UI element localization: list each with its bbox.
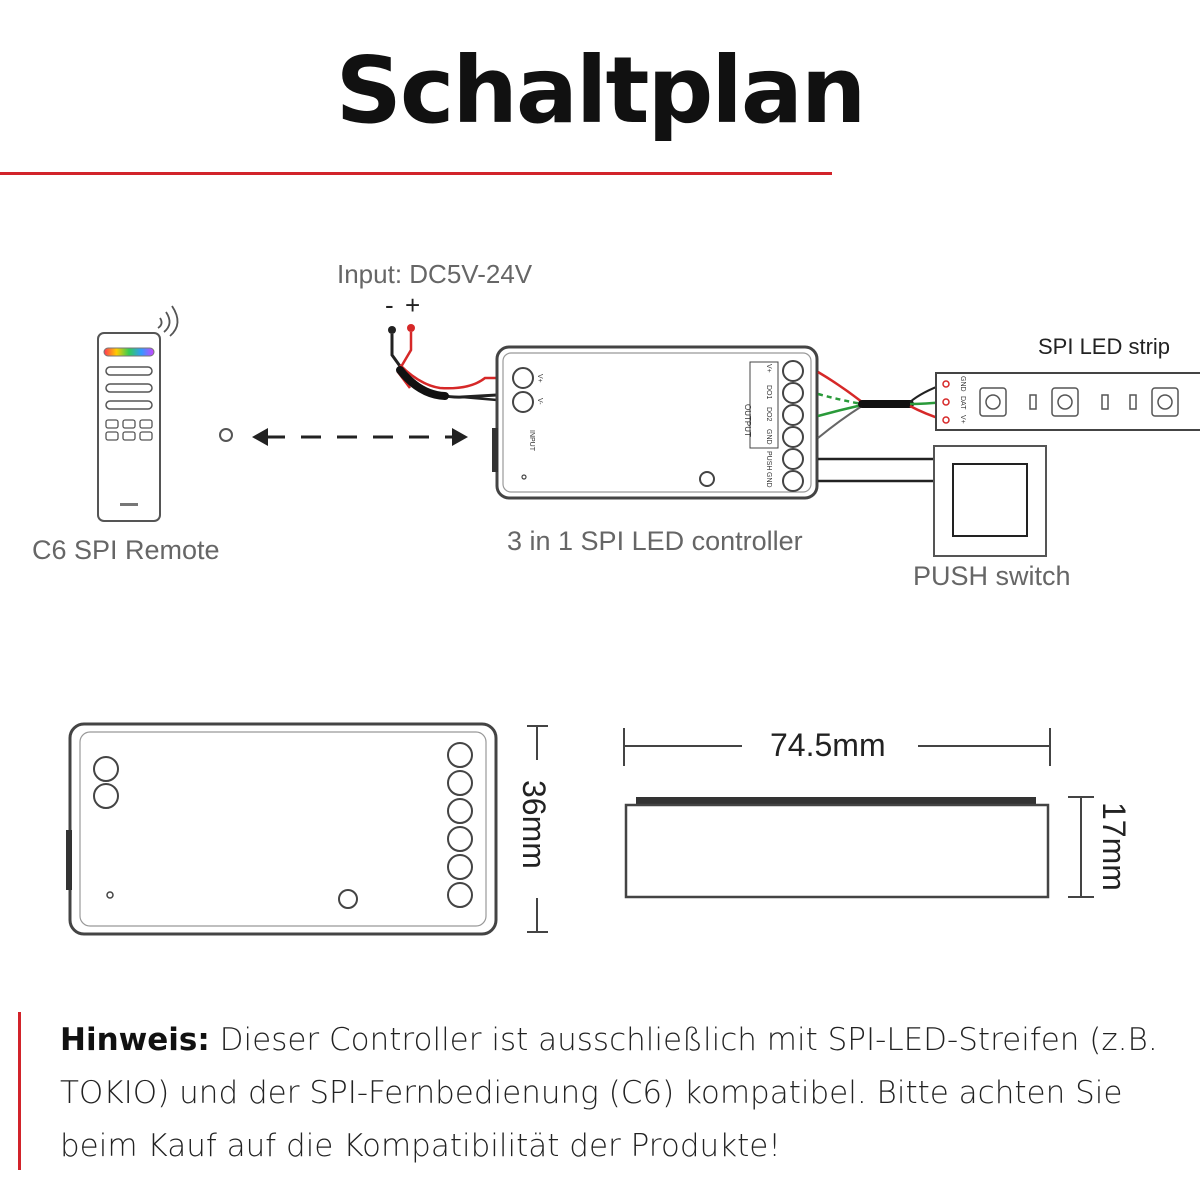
- controller-label: 3 in 1 SPI LED controller: [507, 526, 803, 556]
- controller-top-view: [66, 722, 548, 936]
- input-vplus-label: V+: [536, 374, 543, 383]
- output-wires: [817, 370, 945, 483]
- input-vminus-label: V-: [536, 398, 543, 405]
- depth-dimension-label: 17mm: [1096, 802, 1132, 891]
- push-switch: [933, 445, 1047, 557]
- input-wires: [388, 324, 498, 402]
- note-text: Dieser Controller ist ausschließlich mit…: [60, 1022, 1158, 1164]
- strip-vplus-label: V+: [959, 415, 966, 424]
- wiring-diagram: [66, 305, 1200, 936]
- spi-controller: [492, 345, 819, 500]
- strip-dat-label: DAT: [959, 396, 966, 410]
- remote-label: C6 SPI Remote: [32, 535, 220, 565]
- input-plus-label: +: [405, 290, 421, 320]
- terminal-push-label: PUSH: [765, 451, 772, 471]
- strip-gnd-label: GND: [959, 376, 966, 392]
- output-terminal-label: OUTPUT: [743, 404, 752, 437]
- terminal-do1-label: DO1: [765, 385, 772, 400]
- compatibility-note: Hinweis: Dieser Controller ist ausschlie…: [60, 1014, 1170, 1173]
- push-switch-label: PUSH switch: [913, 561, 1071, 591]
- remote-control: [97, 305, 179, 522]
- terminal-vplus-label: V+: [765, 364, 772, 373]
- height-dimension-label: 36mm: [516, 780, 552, 869]
- note-accent-bar: [18, 1012, 21, 1170]
- wireless-signal-icon: [157, 317, 163, 329]
- input-voltage-label: Input: DC5V-24V: [337, 259, 533, 289]
- input-terminal-label: INPUT: [528, 430, 535, 451]
- spi-led-strip: [935, 372, 1200, 431]
- input-minus-label: -: [385, 290, 394, 320]
- led-strip-label: SPI LED strip: [1038, 334, 1171, 359]
- width-dimension-label: 74.5mm: [770, 727, 886, 763]
- terminal-do2-label: DO2: [765, 407, 772, 422]
- controller-side-view: [623, 728, 1094, 899]
- note-label: Hinweis:: [60, 1022, 210, 1058]
- page-title: Schaltplan: [335, 37, 867, 144]
- terminal-gnd2-label: GND: [765, 472, 772, 488]
- terminal-gnd-label: GND: [765, 429, 772, 445]
- wireless-link-arrow: [219, 428, 468, 446]
- title-underline: [0, 172, 832, 175]
